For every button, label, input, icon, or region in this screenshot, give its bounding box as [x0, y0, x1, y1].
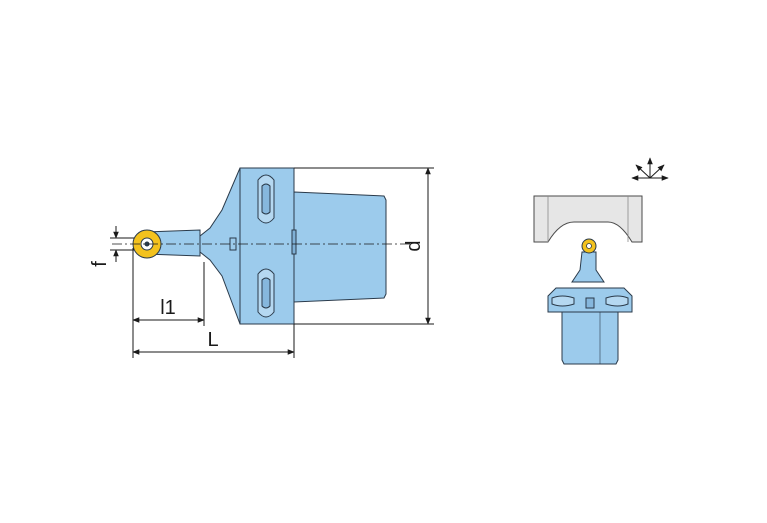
dim-label-l1: l1 [160, 297, 176, 319]
side-view [144, 167, 387, 325]
dim-label-f: f [89, 261, 111, 267]
direction-arrows-icon [631, 157, 669, 181]
front-view [547, 251, 633, 365]
dimensions [110, 167, 434, 358]
dim-label-L: L [207, 329, 218, 351]
workpiece [533, 195, 643, 243]
shank [293, 191, 387, 303]
front-insert [581, 238, 597, 254]
insert [132, 229, 162, 259]
dim-label-d: d [403, 240, 425, 251]
